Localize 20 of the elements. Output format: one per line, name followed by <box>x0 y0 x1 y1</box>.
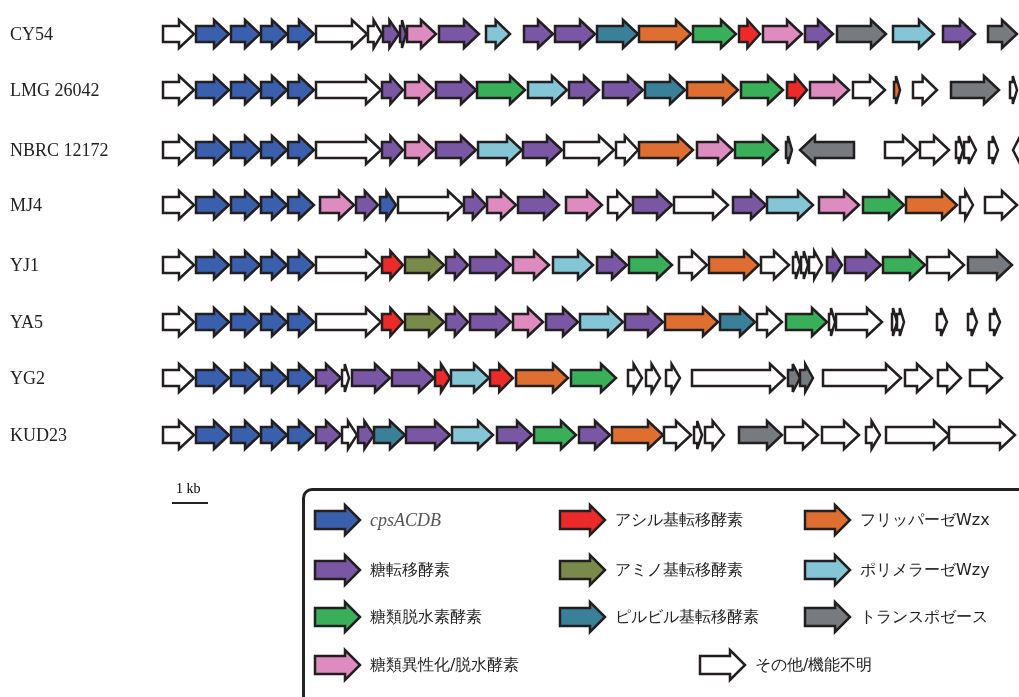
strain-label: YG2 <box>10 368 45 388</box>
legend-text: cpsACDB <box>370 510 441 530</box>
legend-text: その他/機能不明 <box>755 655 873 675</box>
strain-label: NBRC 12172 <box>10 140 109 160</box>
strain-label: KUD23 <box>10 425 67 445</box>
strain-label: MJ4 <box>10 195 42 215</box>
scale-label: 1 kb <box>176 481 201 497</box>
legend-text: トランスポゼース <box>860 607 988 627</box>
strain-label: CY54 <box>10 24 53 44</box>
legend-text: 糖類異性化/脱水酵素 <box>370 655 520 675</box>
strain-label: LMG 26042 <box>10 80 100 100</box>
legend-text: 糖類脱水素酵素 <box>370 607 482 627</box>
strain-label: YA5 <box>10 312 43 332</box>
legend-text: 糖転移酵素 <box>370 560 450 580</box>
legend-text: ピルビル基転移酵素 <box>615 607 759 627</box>
legend-text: アシル基転移酵素 <box>615 510 743 530</box>
legend-text: ポリメラーゼWzy <box>860 560 990 580</box>
legend-text: アミノ基転移酵素 <box>615 560 743 580</box>
legend-text: フリッパーゼWzx <box>860 510 990 530</box>
strain-label: YJ1 <box>10 255 39 275</box>
